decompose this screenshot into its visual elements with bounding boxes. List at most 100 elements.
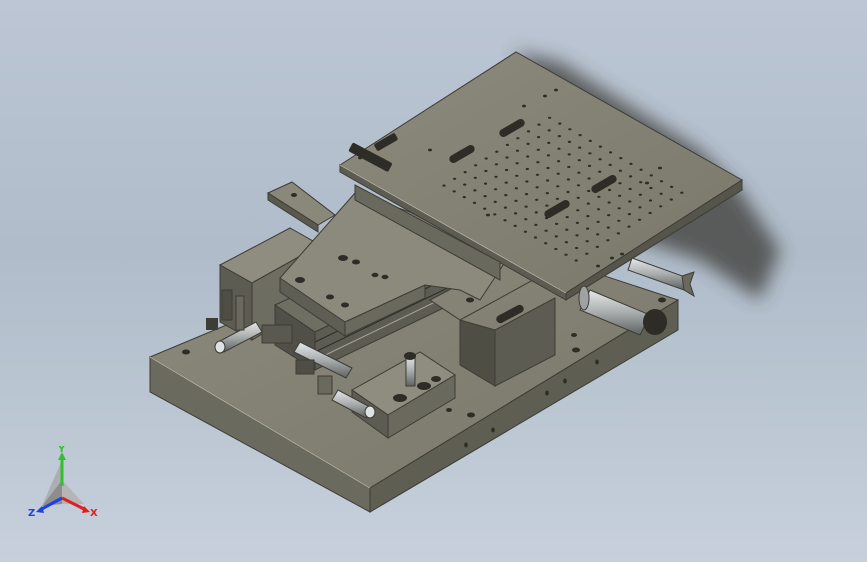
perforation-hole (555, 222, 559, 225)
perforation-hole (648, 199, 653, 202)
perforation-hole (565, 228, 569, 231)
perforation-hole (575, 234, 579, 237)
edge-hole (658, 166, 662, 170)
perforation-hole (567, 153, 571, 156)
x-arrow-icon (82, 506, 90, 513)
right-cylinder[interactable] (578, 285, 667, 336)
edge-hole (620, 252, 624, 256)
perforation-hole (483, 182, 488, 185)
perforation-hole (565, 216, 569, 219)
perforation-hole (483, 195, 487, 198)
perforation-hole (524, 205, 528, 208)
mid-shaft[interactable] (293, 341, 353, 379)
perforation-hole (516, 137, 520, 140)
base-mounting-holes (182, 297, 666, 448)
perforation-hole (513, 224, 517, 227)
perforation-hole (627, 213, 632, 216)
perforation-hole (576, 196, 580, 199)
perforation-hole (494, 163, 498, 166)
perforation-hole (567, 140, 572, 143)
perforation-hole (505, 156, 509, 159)
perforation-hole (617, 207, 621, 210)
perforation-hole (536, 148, 540, 151)
perforation-hole (607, 188, 612, 192)
perforation-hole (554, 235, 558, 238)
perforation-hole (606, 226, 610, 229)
top-carriage[interactable] (266, 181, 506, 337)
perforation-hole (484, 157, 488, 160)
perforation-hole (566, 178, 571, 181)
perforation-hole (638, 193, 643, 196)
top-perforated-plate[interactable] (339, 51, 743, 301)
left-bracket-details (206, 289, 333, 395)
perforation-hole (503, 219, 507, 222)
perforation-hole (648, 211, 652, 215)
perforation-hole (587, 189, 591, 193)
orientation-triad[interactable]: Y X Z (28, 446, 108, 526)
perforation-hole (598, 145, 603, 148)
perforation-hole (597, 183, 601, 186)
perforation-hole (638, 206, 642, 209)
perforation-hole (463, 183, 467, 186)
perforation-hole (566, 190, 570, 194)
perforation-hole (493, 200, 497, 203)
plate-perforation-grid (358, 88, 684, 268)
perforation-hole (504, 181, 508, 184)
perforation-hole (576, 184, 581, 187)
perforation-hole (618, 194, 622, 197)
perforation-hole (533, 236, 538, 239)
perforation-hole (515, 162, 519, 165)
perforation-hole (495, 150, 499, 153)
perforation-hole (526, 155, 530, 158)
perforation-hole (616, 232, 621, 235)
perforation-hole (546, 179, 550, 182)
perforation-hole (618, 169, 623, 172)
edge-hole (486, 213, 490, 217)
perforation-hole (585, 252, 589, 255)
perforation-hole (514, 187, 519, 190)
perforation-hole (588, 152, 592, 155)
z-arrow-icon (36, 506, 44, 513)
perforation-hole (606, 239, 610, 242)
perforation-hole (608, 176, 612, 179)
perforation-hole (669, 198, 673, 201)
perforation-hole (576, 209, 580, 212)
vertical-pin[interactable] (404, 352, 416, 387)
perforation-hole (607, 214, 611, 217)
plate-slots (348, 119, 617, 218)
perforation-hole (535, 173, 540, 176)
perforation-hole (515, 174, 519, 177)
perforation-hole (649, 174, 653, 177)
perforation-hole (575, 246, 579, 250)
perforation-hole (524, 193, 529, 196)
perforation-hole (575, 221, 580, 224)
perforation-hole (618, 182, 622, 185)
edge-hole (543, 94, 547, 98)
perforation-hole (546, 154, 551, 157)
front-shaft[interactable] (331, 389, 376, 419)
perforation-hole (617, 219, 621, 222)
perforation-hole (607, 201, 611, 204)
perforation-hole (659, 192, 663, 195)
perforation-hole (649, 186, 653, 190)
perforation-hole (554, 247, 558, 251)
upper-right-shaft[interactable] (627, 257, 695, 298)
perforation-hole (596, 220, 600, 223)
perforation-hole (558, 122, 562, 125)
perforation-hole (557, 147, 561, 150)
perforation-hole (574, 259, 578, 262)
perforation-hole (638, 218, 642, 221)
perforation-hole (453, 177, 457, 180)
perforation-hole (526, 130, 531, 133)
perforation-hole (555, 210, 559, 213)
perforation-hole (557, 160, 561, 163)
perforation-hole (524, 218, 528, 221)
perforation-hole (596, 208, 601, 211)
edge-hole (554, 88, 558, 92)
perforation-hole (504, 194, 508, 197)
x-axis-icon (61, 496, 87, 512)
perforation-hole (546, 166, 550, 170)
perforation-hole (555, 197, 560, 200)
